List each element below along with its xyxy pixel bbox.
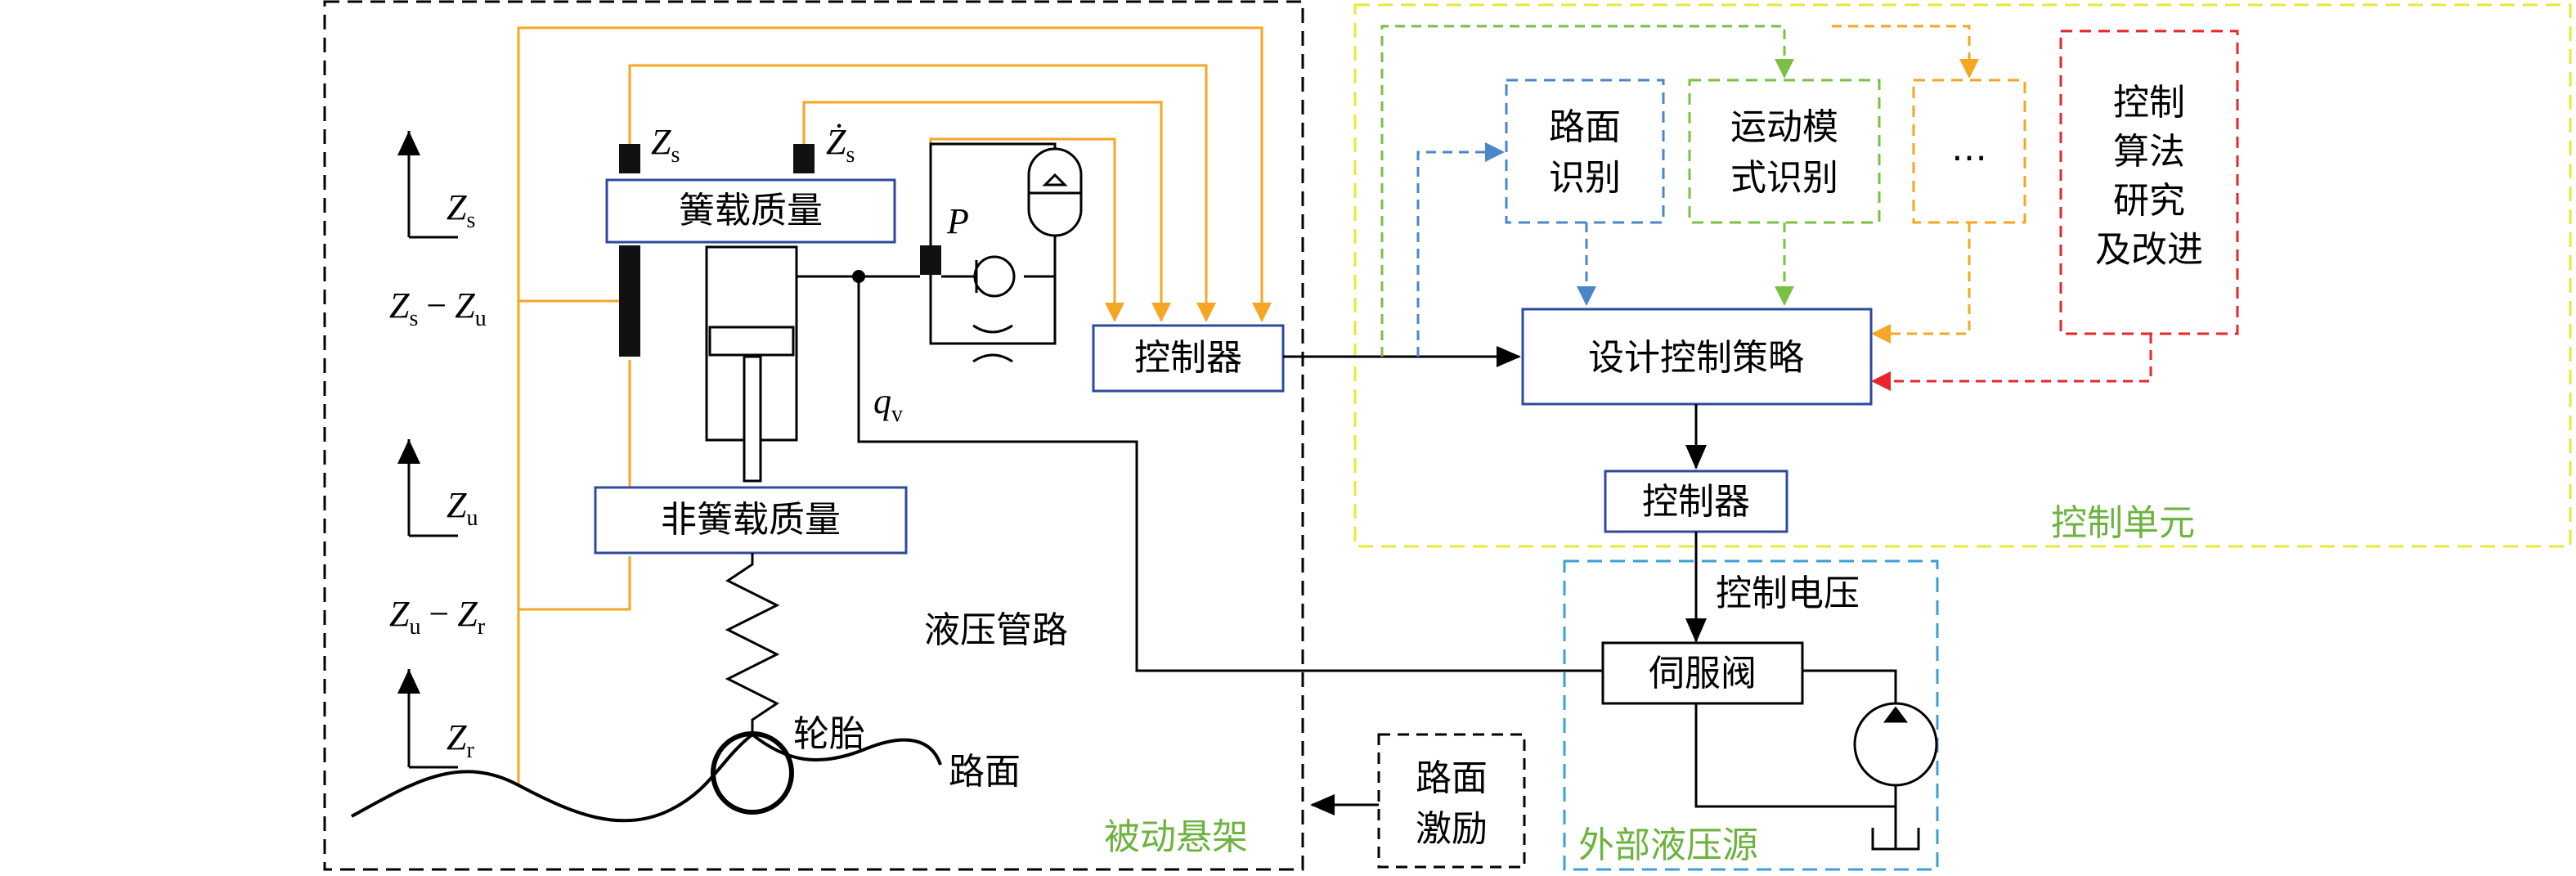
local-controller-label: 控制器 [1134,337,1242,379]
other-id-box [1912,79,2026,224]
passive-suspension-region [323,0,1304,871]
road-excitation-line2: 激励 [1416,808,1488,850]
road-label: 路面 [949,751,1021,793]
sensor-zs-label: Zs [651,122,680,168]
unit-controller-label: 控制器 [1642,481,1750,523]
hydraulic-line-label: 液压管路 [924,609,1068,651]
road-surface [351,732,942,823]
unit-controller-box [1604,469,1788,533]
motion-id-line1: 运动模 [1730,106,1838,148]
junction-dot [852,270,865,283]
label-zu-minus-zr: Zu−Zr [389,594,486,640]
label-zs: Zs [447,187,475,233]
green-arrow-2 [1775,286,1794,306]
hydraulic-source-label: 外部液压源 [1578,824,1758,866]
algo-box [2059,29,2239,335]
pump-circuit [1694,669,1938,851]
algo-line4: 及改进 [2095,229,2203,271]
sensor-zs-dot [793,144,815,173]
motion-id-box [1688,79,1881,224]
coord-zu [397,439,458,537]
design-strategy-box [1521,308,1873,406]
design-strategy-label: 设计控制策略 [1588,337,1804,379]
tire [711,731,794,815]
passive-suspension-label: 被动悬架 [1104,816,1248,858]
qv-label: qv [873,381,903,427]
hydraulic-source-region [1563,559,1939,871]
road-excitation-line1: 路面 [1416,757,1488,799]
red-dashed-line [1889,334,2152,383]
road-id-line1: 路面 [1549,106,1621,148]
sensor-zs-dot-label: Żs [826,122,855,168]
sprung-mass-box [605,178,896,244]
tire-spring [725,553,780,732]
accumulator-assembly [929,142,1083,363]
servo-valve-box [1601,641,1804,705]
orange-signal-lines [517,26,1263,785]
control-voltage-label: 控制电压 [1716,573,1860,614]
tire-label: 轮胎 [793,713,865,755]
sensor-displacement [619,245,640,357]
control-unit-region [1353,3,2572,548]
sensor-zs [619,144,640,173]
red-arrow [1871,371,1891,391]
blue-arrow-2 [1577,286,1596,306]
green-arrow-1 [1775,59,1794,79]
local-controller-box [1092,324,1285,393]
label-zu: Zu [447,485,478,531]
motion-id-line2: 式识别 [1730,157,1838,199]
other-id-label: … [1951,128,1987,169]
sprung-mass-label: 簧载质量 [679,190,823,231]
algo-line2: 算法 [2113,131,2185,173]
control-unit-label: 控制单元 [2051,502,2195,544]
blue-arrow-1 [1485,142,1505,162]
coord-zs [397,131,458,239]
sensor-pressure [920,245,941,275]
road-excitation-box [1377,733,1526,869]
unsprung-mass-box [594,486,908,555]
label-zs-minus-zu: Zs−Zu [389,285,487,331]
sensor-p-label: P [946,201,969,241]
road-id-line2: 识别 [1549,157,1621,199]
unsprung-mass-label: 非簧载质量 [661,499,841,541]
orange-arrowheads [1105,303,1272,322]
algo-line1: 控制 [2113,82,2185,124]
road-id-box [1505,79,1665,224]
hydraulic-cylinder [705,245,798,483]
servo-valve-label: 伺服阀 [1649,653,1757,694]
orange-dash-arrow-2 [1871,324,1891,344]
orange-dash-arrow-1 [1959,59,1979,79]
label-zr: Zr [447,717,474,763]
algo-line3: 研究 [2113,180,2185,222]
coord-zr [397,669,458,769]
